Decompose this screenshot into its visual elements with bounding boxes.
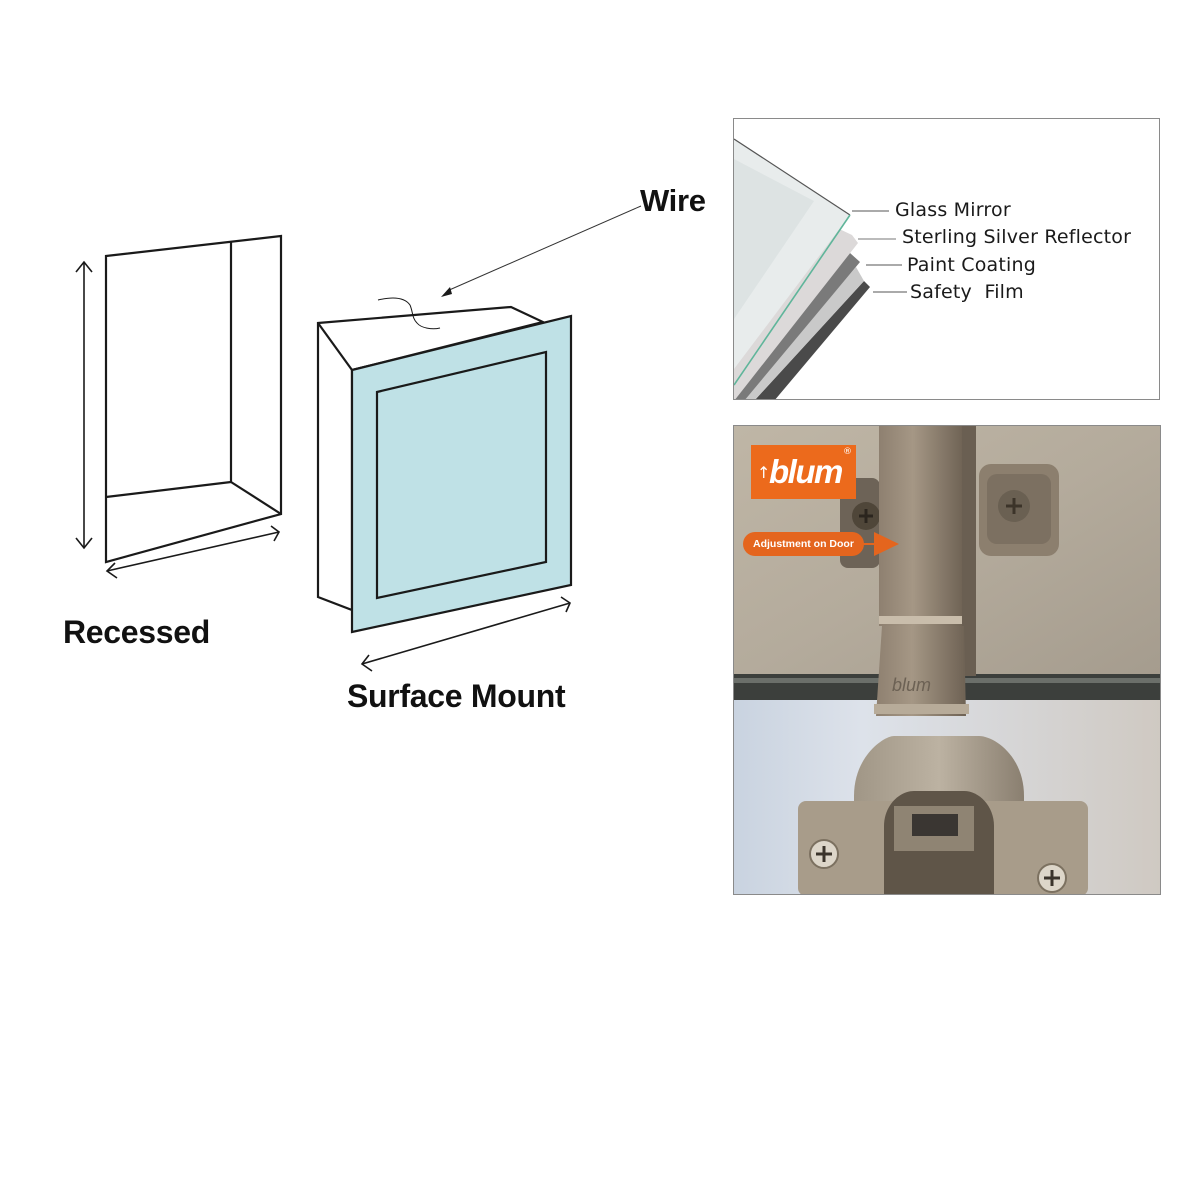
recessed-height-arrow bbox=[75, 260, 93, 550]
mirror-layers-illustration bbox=[734, 138, 907, 399]
surface-width-arrow bbox=[360, 596, 572, 672]
callout-arrow-icon bbox=[874, 532, 899, 556]
hinge-arm bbox=[879, 426, 964, 626]
paint-coating-layer bbox=[734, 253, 860, 399]
wire-leader-line bbox=[441, 205, 642, 297]
wire-cable bbox=[377, 297, 441, 330]
layer-label-paint-coating: Paint Coating bbox=[907, 254, 1037, 276]
recessed-width-arrow bbox=[105, 525, 281, 579]
safety-film-layer bbox=[755, 281, 870, 399]
embossed-brand: blum bbox=[892, 675, 931, 695]
layer-label-glass-mirror: Glass Mirror bbox=[895, 199, 1011, 221]
layer-label-safety-film: Safety Film bbox=[910, 281, 1024, 303]
layer-label-silver-reflector: Sterling Silver Reflector bbox=[902, 226, 1132, 248]
adjustment-callout: Adjustment on Door bbox=[743, 532, 864, 556]
recessed-cabinet-drawing bbox=[104, 234, 283, 564]
wire-label: Wire bbox=[640, 183, 706, 218]
blum-mark-icon: ↑ bbox=[757, 463, 771, 482]
surface-mount-cabinet-drawing bbox=[316, 305, 573, 634]
recessed-label: Recessed bbox=[63, 614, 211, 650]
registered-mark: ® bbox=[843, 447, 852, 457]
mirror-layers-panel: Glass Mirror Sterling Silver Reflector P… bbox=[733, 118, 1160, 400]
blum-wordmark: blum bbox=[769, 453, 843, 490]
surface-mount-label: Surface Mount bbox=[347, 678, 566, 714]
blum-logo: ↑ blum ® bbox=[751, 445, 856, 499]
hinge-photo-panel: blum ↑ blum ® Adjustment on Door bbox=[733, 425, 1161, 895]
